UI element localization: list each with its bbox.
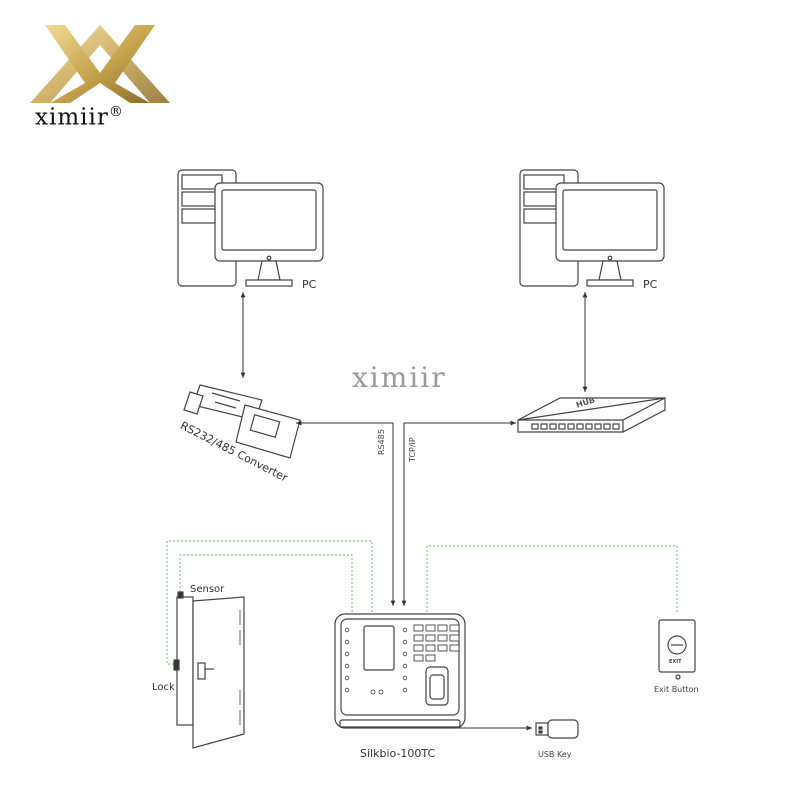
- network-hub-icon: [517, 397, 666, 433]
- usb-key-icon: [535, 719, 579, 739]
- exit-button-label: Exit Button: [654, 685, 699, 694]
- silkbio-100tc-device-icon: [334, 613, 466, 729]
- logo-wordmark: ximiir®: [35, 104, 124, 131]
- exit-plate-text: EXIT: [669, 659, 682, 665]
- pc-right-label: PC: [643, 278, 658, 291]
- watermark: ximiir: [352, 361, 447, 394]
- lock-label: Lock: [152, 682, 175, 693]
- tcpip-label: TCP/IP: [408, 437, 417, 462]
- device-label: Silkbio-100TC: [360, 747, 436, 760]
- sensor-label: Sensor: [190, 584, 225, 595]
- pc-left-icon: [177, 169, 324, 287]
- usb-key-label: USB Key: [538, 750, 572, 759]
- rs232-485-converter-icon: [183, 384, 301, 459]
- exit-button-icon: [658, 619, 696, 680]
- door-icon: [173, 591, 245, 749]
- rs485-label: RS485: [377, 429, 386, 455]
- pc-right-icon: [519, 169, 665, 287]
- ximiir-logo: [30, 25, 170, 103]
- pc-left-label: PC: [302, 278, 317, 291]
